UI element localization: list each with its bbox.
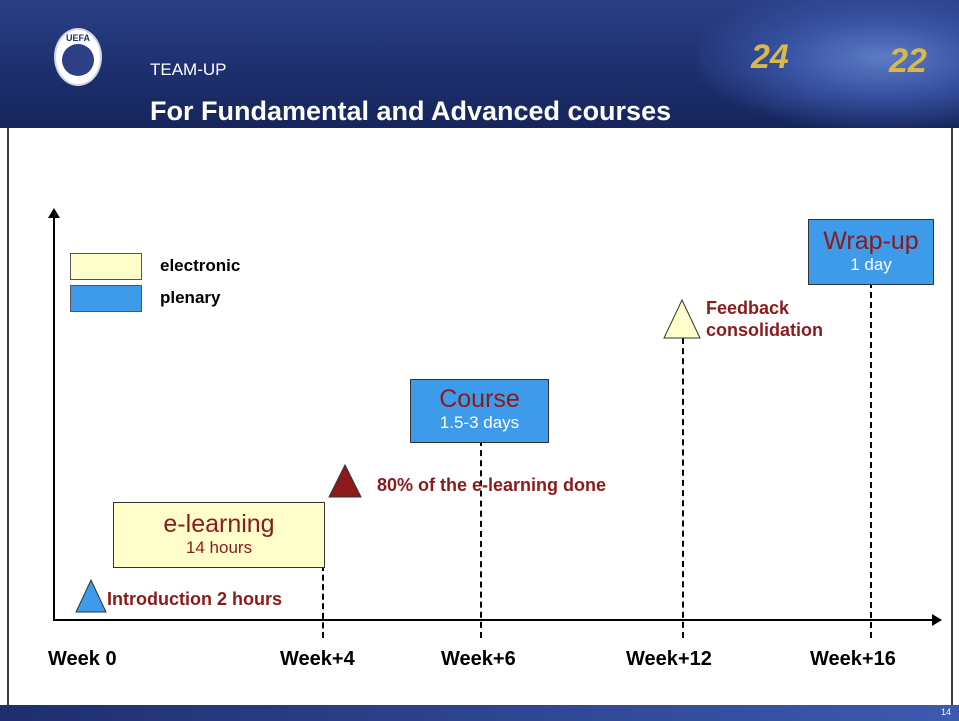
wrapup-duration: 1 day bbox=[850, 255, 892, 274]
left-border bbox=[7, 128, 9, 705]
tick-week-0: Week 0 bbox=[48, 648, 117, 670]
dashline-week16 bbox=[870, 282, 872, 638]
course-box: Course 1.5-3 days bbox=[410, 379, 549, 443]
y-axis bbox=[53, 217, 55, 620]
course-title: Course bbox=[439, 385, 520, 413]
tick-week-12: Week+12 bbox=[626, 648, 712, 670]
header-subtitle: TEAM-UP bbox=[150, 60, 227, 79]
wrapup-title: Wrap-up bbox=[823, 227, 919, 255]
uefa-logo-text: UEFA bbox=[65, 33, 90, 43]
feedback-label-line1: Feedback bbox=[706, 298, 790, 318]
jersey-number-24: 24 bbox=[751, 38, 789, 76]
page-number: 14 bbox=[940, 707, 951, 717]
tick-week-16: Week+16 bbox=[810, 648, 896, 670]
elearning-duration: 14 hours bbox=[185, 538, 253, 557]
jersey-number-22: 22 bbox=[889, 42, 927, 80]
course-duration: 1.5-3 days bbox=[439, 413, 520, 432]
milestone-label: 80% of the e-learning done bbox=[377, 475, 607, 495]
elearning-title: e-learning bbox=[163, 510, 275, 538]
legend-label-electronic: electronic bbox=[160, 256, 241, 275]
uefa-logo: UEFA bbox=[54, 28, 102, 86]
elearning-box: e-learning 14 hours bbox=[113, 502, 325, 568]
dashline-week4 bbox=[322, 565, 324, 638]
legend-swatch-electronic bbox=[70, 253, 142, 280]
globe-icon bbox=[62, 44, 94, 76]
feedback-label-line2: consolidation bbox=[706, 320, 823, 340]
slide-header: 24 22 UEFA TEAM-UP For Fundamental and A… bbox=[0, 0, 959, 128]
slide-title: For Fundamental and Advanced courses bbox=[150, 96, 672, 126]
dashline-week6 bbox=[480, 440, 482, 638]
y-axis-arrow-icon bbox=[48, 208, 60, 218]
wrapup-box: Wrap-up 1 day bbox=[808, 219, 934, 285]
legend-swatch-plenary bbox=[70, 285, 142, 312]
legend-label-plenary: plenary bbox=[160, 288, 221, 307]
team-photo: 24 22 bbox=[699, 0, 959, 128]
x-axis-arrow-icon bbox=[932, 614, 942, 626]
slide-footer: 14 bbox=[0, 705, 959, 721]
dashline-week12 bbox=[682, 338, 684, 638]
milestone-triangle-icon bbox=[328, 463, 362, 498]
tick-week-6: Week+6 bbox=[441, 648, 516, 670]
x-axis bbox=[53, 619, 933, 621]
introduction-label: Introduction 2 hours bbox=[107, 589, 282, 609]
feedback-triangle-icon bbox=[663, 298, 701, 339]
tick-week-4: Week+4 bbox=[280, 648, 355, 670]
introduction-triangle-icon bbox=[75, 578, 107, 613]
right-border bbox=[951, 128, 953, 705]
